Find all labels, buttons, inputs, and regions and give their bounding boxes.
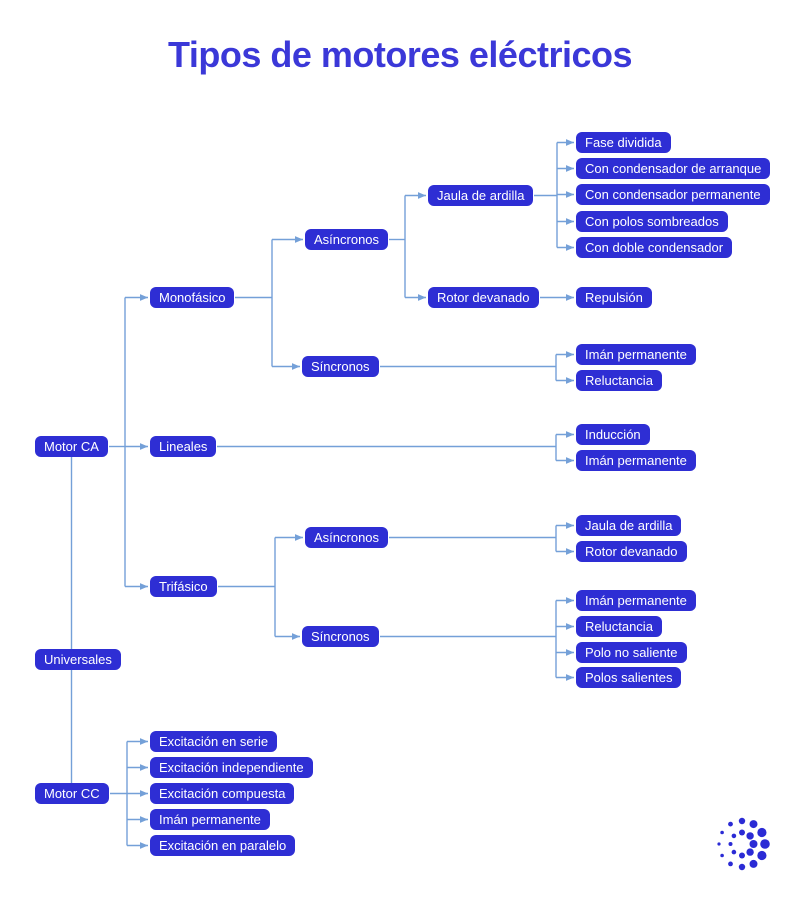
node-monofasico: Monofásico	[150, 287, 235, 308]
node-iman-permanente-lineales: Imán permanente	[576, 450, 696, 471]
node-doble-condensador: Con doble condensador	[576, 237, 733, 258]
node-trifasico: Trifásico	[150, 576, 217, 597]
node-sincronos-tri: Síncronos	[302, 626, 379, 647]
node-polos-salientes: Polos salientes	[576, 667, 682, 688]
node-iman-permanente-sinc-tri: Imán permanente	[576, 590, 696, 611]
node-polos-sombreados: Con polos sombreados	[576, 211, 728, 232]
logo-dots	[717, 817, 770, 871]
node-cond-permanente: Con condensador permanente	[576, 184, 770, 205]
node-excitacion-compuesta: Excitación compuesta	[150, 783, 295, 804]
node-reluctancia-sinc-tri: Reluctancia	[576, 616, 662, 637]
node-fase-dividida: Fase dividida	[576, 132, 671, 153]
page-title: Tipos de motores eléctricos	[168, 34, 633, 75]
node-rotor-devanado-tri: Rotor devanado	[576, 541, 687, 562]
node-motor-cc: Motor CC	[35, 783, 109, 804]
node-reluctancia-sinc-mono: Reluctancia	[576, 370, 662, 391]
node-jaula-ardilla-mono: Jaula de ardilla	[428, 185, 534, 206]
node-universales: Universales	[35, 649, 121, 670]
node-jaula-ardilla-tri: Jaula de ardilla	[576, 515, 682, 536]
node-rotor-devanado-mono: Rotor devanado	[428, 287, 539, 308]
node-iman-permanente-cc: Imán permanente	[150, 809, 270, 830]
node-excitacion-independiente: Excitación independiente	[150, 757, 313, 778]
node-repulsion: Repulsión	[576, 287, 652, 308]
node-lineales: Lineales	[150, 436, 217, 457]
node-induccion: Inducción	[576, 424, 650, 445]
node-asincronos-mono: Asíncronos	[305, 229, 389, 250]
node-excitacion-serie: Excitación en serie	[150, 731, 278, 752]
node-iman-permanente-sinc-mono: Imán permanente	[576, 344, 696, 365]
node-asincronos-tri: Asíncronos	[305, 527, 389, 548]
node-excitacion-paralelo: Excitación en paralelo	[150, 835, 296, 856]
node-polo-no-saliente: Polo no saliente	[576, 642, 687, 663]
node-sincronos-mono: Síncronos	[302, 356, 379, 377]
node-motor-ca: Motor CA	[35, 436, 108, 457]
node-cond-arranque: Con condensador de arranque	[576, 158, 771, 179]
